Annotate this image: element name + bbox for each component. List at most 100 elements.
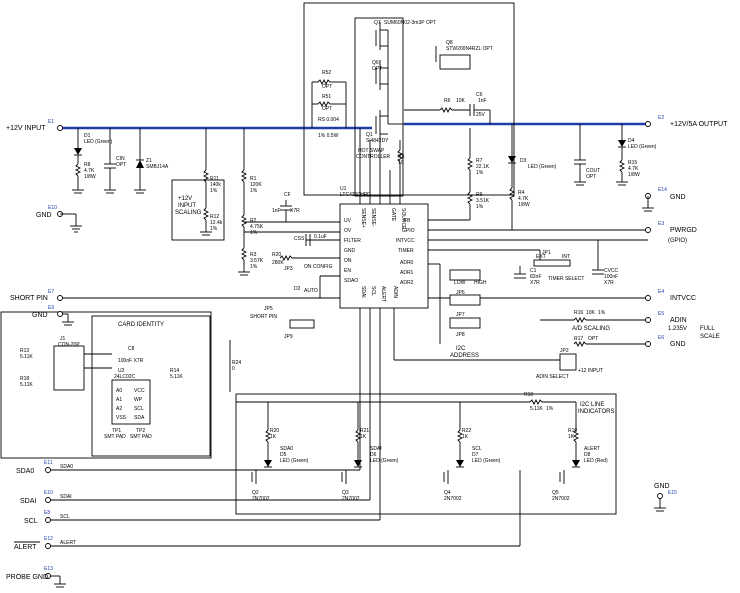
card-identity-outer — [0, 311, 212, 459]
e3-terminal[interactable] — [645, 227, 651, 233]
timer-select-label: TIMER SELECT — [548, 276, 584, 282]
r7-value: 22.1K — [476, 164, 490, 170]
d5-led-symbol — [264, 460, 272, 467]
cvcc-ref: CVCC — [604, 268, 619, 274]
e4-label: E4 — [658, 289, 664, 295]
e4-terminal[interactable] — [645, 295, 651, 301]
cf-value: 1nF — [272, 208, 281, 214]
r20b-ref: R20 — [270, 428, 279, 434]
full-scale-line3: SCALE — [700, 334, 720, 340]
e6-terminal[interactable] — [645, 341, 651, 347]
u1-pin-ov: OV — [344, 228, 352, 234]
r52-value: OPT — [322, 84, 332, 90]
e12-terminal[interactable] — [45, 543, 51, 549]
e5-terminal[interactable] — [645, 317, 651, 323]
gnd-mid-label: GND — [32, 312, 48, 319]
alert-label: ALERT — [14, 544, 37, 551]
d5-ref: D5 — [280, 452, 287, 458]
jp8-header[interactable] — [449, 317, 481, 329]
u2-ref: U2 — [118, 368, 125, 374]
e8-terminal[interactable] — [45, 517, 51, 523]
e10-terminal[interactable] — [45, 497, 51, 503]
cin-value: OPT — [116, 162, 126, 168]
r1-value: 120K — [250, 182, 262, 188]
d1-ref: D1 — [84, 133, 91, 139]
r9-value: 3.51K — [476, 198, 490, 204]
jp5-label: SHORT PIN — [250, 314, 277, 320]
r6-ref: R6 — [444, 98, 451, 104]
r13-ref: R13 — [20, 348, 29, 354]
jp2-input-label: +12 INPUT — [578, 368, 603, 374]
input-12v-label: +12V INPUT — [6, 125, 46, 132]
output-12v-label: +12V/5A OUTPUT — [670, 121, 728, 128]
e7-label: E7 — [48, 289, 54, 295]
u1-pin-timer: TIMER — [398, 248, 414, 254]
q5-ref: Q5 — [552, 490, 559, 496]
e2-terminal[interactable] — [645, 121, 651, 127]
u1-pin-sense-minus: SENSE- — [370, 208, 376, 227]
d4-value: LED (Green) — [628, 144, 657, 150]
r3-ref: R3 — [250, 252, 257, 258]
r20-value: 280K — [272, 260, 284, 266]
d4-ref: D4 — [628, 138, 635, 144]
r8-ref: R8 — [84, 162, 91, 168]
r7-tol: 1% — [476, 170, 484, 176]
e10-top-label: E10 — [48, 205, 57, 211]
d1-led-symbol — [74, 148, 82, 155]
r11-tol: 1% — [210, 188, 218, 194]
u1-pin-gate: GATE — [390, 208, 396, 222]
hot-swap-line1: HOT SWAP — [358, 148, 385, 154]
r9-ref: R9 — [476, 192, 483, 198]
jp2-header[interactable] — [559, 353, 577, 371]
r20-ref: R20 — [272, 252, 281, 258]
alert-net-label: ALERT — [60, 540, 76, 546]
r4-ref: R4 — [518, 190, 525, 196]
e1-terminal[interactable] — [57, 125, 63, 131]
jp1-ext: EXT — [536, 254, 546, 260]
probe-gnd-label: PROBE GND — [6, 574, 48, 581]
right-components: R7 22.1K 1% R9 3.51K 1% D3 LED (Green) R… — [394, 124, 657, 380]
d8-net: ALERT — [584, 446, 600, 452]
d7-ref: D7 — [472, 452, 479, 458]
r19b-ref: R19 — [568, 428, 577, 434]
r5-ref: R5 — [398, 154, 405, 160]
e7-terminal[interactable] — [57, 295, 63, 301]
scl-label: SCL — [24, 518, 38, 525]
u1-pin-scl: SCL — [370, 286, 376, 296]
e11-terminal[interactable] — [45, 467, 51, 473]
jp1-header[interactable] — [533, 259, 571, 267]
hot-swap-frame — [354, 17, 404, 197]
jp-low-label: LOW — [454, 280, 466, 286]
jp6-header[interactable] — [449, 269, 481, 281]
jp5-header[interactable] — [289, 319, 315, 329]
r12-ref: R12 — [210, 214, 219, 220]
d7-value: LED (Green) — [472, 458, 501, 464]
d8-value: LED (Red) — [584, 458, 608, 464]
jp7-header[interactable] — [449, 294, 481, 306]
j1-connector — [53, 345, 85, 391]
u1-pin-fb: FB — [404, 218, 411, 224]
rs-value: 1% 0.5W — [318, 133, 339, 139]
r2-ref: R2 — [250, 218, 257, 224]
e9-terminal[interactable] — [57, 311, 63, 317]
frame-lines — [0, 2, 617, 515]
e5-label: E5 — [658, 311, 664, 317]
css-value: 0.1uF — [314, 234, 327, 240]
c6-volt: 25V — [476, 112, 486, 118]
r1-ref: R1 — [250, 176, 257, 182]
rs-ref: RS 0.004 — [318, 117, 339, 123]
r24-value: 0 — [232, 366, 235, 372]
r7-ref: R7 — [476, 158, 483, 164]
q8-body — [439, 54, 471, 70]
u1-pin-adr0: ADR0 — [400, 260, 414, 266]
pwrgd-label: PWRGD — [670, 227, 697, 234]
e14-label: E14 — [658, 187, 667, 193]
e15-terminal[interactable] — [657, 493, 663, 499]
z1-tvs-symbol — [136, 160, 144, 168]
r20b-value: 1K — [270, 434, 277, 440]
jp6-ref: JP6 — [456, 290, 465, 296]
r8-value: 4.7K — [84, 168, 95, 174]
u2-pin-vss: VSS — [116, 415, 127, 421]
full-scale-line1: 1.235V — [668, 326, 687, 332]
i2c-indicators-line1: I2C LINE — [580, 402, 604, 408]
